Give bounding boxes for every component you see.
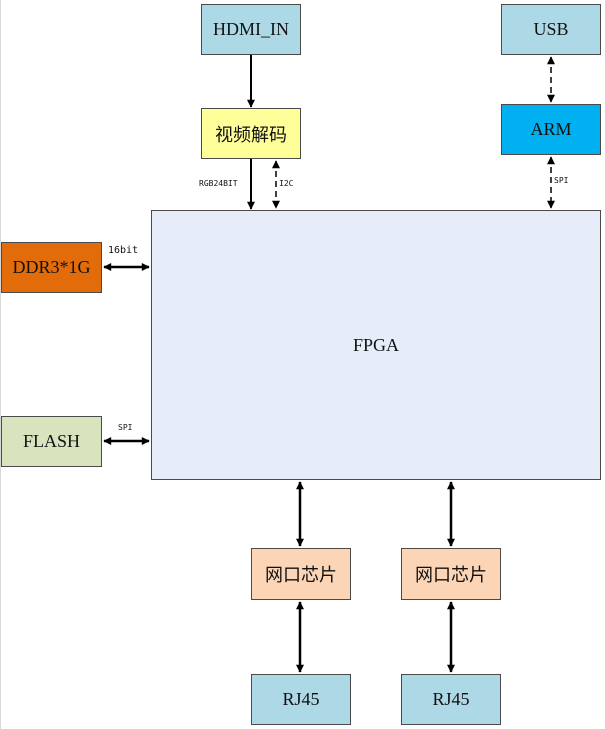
phy-right-label: 网口芯片 <box>415 565 487 586</box>
flash-box: FLASH <box>1 416 102 467</box>
page-edge-line <box>0 0 1 729</box>
flash-label: FLASH <box>22 431 80 451</box>
rj45-left-box: RJ45 <box>251 674 351 725</box>
ddr3-box: DDR3*1G <box>1 242 102 293</box>
phy-left-box: 网口芯片 <box>251 548 351 600</box>
fpga-label: FPGA <box>352 334 400 355</box>
arm-box: ARM <box>501 104 601 155</box>
fpga-box: FPGA <box>151 210 601 480</box>
phy-left-label: 网口芯片 <box>265 565 337 586</box>
phy-right-box: 网口芯片 <box>401 548 501 600</box>
video-decoder-label: 视频解码 <box>215 124 287 146</box>
usb-label: USB <box>533 19 569 39</box>
rgb24bit-label: RGB24BIT <box>199 179 238 188</box>
rj45-left-label: RJ45 <box>282 689 320 709</box>
ddr3-label: DDR3*1G <box>12 257 91 277</box>
ddr-16bit-label: 16bit <box>108 245 139 256</box>
spi-flash-label: SPI <box>118 423 133 432</box>
arm-label: ARM <box>530 119 572 139</box>
video-decoder-box: 视频解码 <box>201 108 301 159</box>
rj45-right-box: RJ45 <box>401 674 501 725</box>
spi-arm-label: SPI <box>554 176 569 185</box>
hdmi-in-box: HDMI_IN <box>201 4 301 55</box>
i2c-label: I2C <box>279 179 294 188</box>
rj45-right-label: RJ45 <box>432 689 470 709</box>
hdmi-in-label: HDMI_IN <box>213 19 289 39</box>
usb-box: USB <box>501 4 601 55</box>
